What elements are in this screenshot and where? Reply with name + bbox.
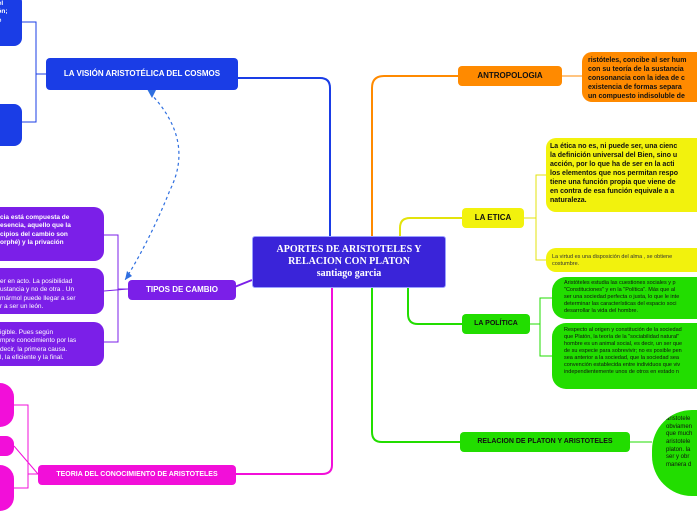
- leaf-cosmos-2[interactable]: er: [0, 104, 22, 146]
- leaf-conocimiento-2[interactable]: [0, 436, 14, 456]
- topic-tipos-de-cambio[interactable]: TIPOS DE CAMBIO: [128, 280, 236, 300]
- leaf-conocimiento-1[interactable]: [0, 383, 14, 427]
- topic-relacion-platon-aristoteles[interactable]: RELACION DE PLATON Y ARISTOTELES: [460, 432, 630, 452]
- leaf-cambio-1[interactable]: cia está compuesta de esencia, aquello q…: [0, 207, 104, 261]
- leaf-politica-1[interactable]: Aristóteles estudia las cuestiones socia…: [552, 277, 697, 319]
- topic-antropologia[interactable]: ANTROPOLOGIA: [458, 66, 562, 86]
- leaf-politica-2[interactable]: Respecto al origen y constitución de la …: [552, 323, 697, 389]
- leaf-antropologia-1[interactable]: ristóteles, concibe al ser hum con su te…: [582, 52, 697, 102]
- leaf-etica-1[interactable]: La ética no es, ni puede ser, una cienc …: [546, 138, 697, 212]
- leaf-cambio-2[interactable]: er en acto. La posibilidad ustancia y no…: [0, 268, 104, 314]
- topic-la-politica[interactable]: LA POLÍTICA: [462, 314, 530, 334]
- topic-cosmos[interactable]: LA VISIÓN ARISTOTÉLICA DEL COSMOS: [46, 58, 238, 90]
- topic-la-etica[interactable]: LA ETICA: [462, 208, 524, 228]
- leaf-etica-2[interactable]: La virtud es una disposición del alma , …: [546, 248, 697, 272]
- leaf-conocimiento-3[interactable]: [0, 465, 14, 511]
- topic-teoria-del-conocimiento[interactable]: TEORIA DEL CONOCIMIENTO DE ARISTOTELES: [38, 465, 236, 485]
- leaf-cambio-3[interactable]: igible. Pues según mpre conocimiento por…: [0, 322, 104, 366]
- leaf-cosmos-1[interactable]: n el ción; ste do: [0, 0, 22, 46]
- central-topic[interactable]: APORTES DE ARISTOTELES Y RELACION CON PL…: [252, 236, 446, 288]
